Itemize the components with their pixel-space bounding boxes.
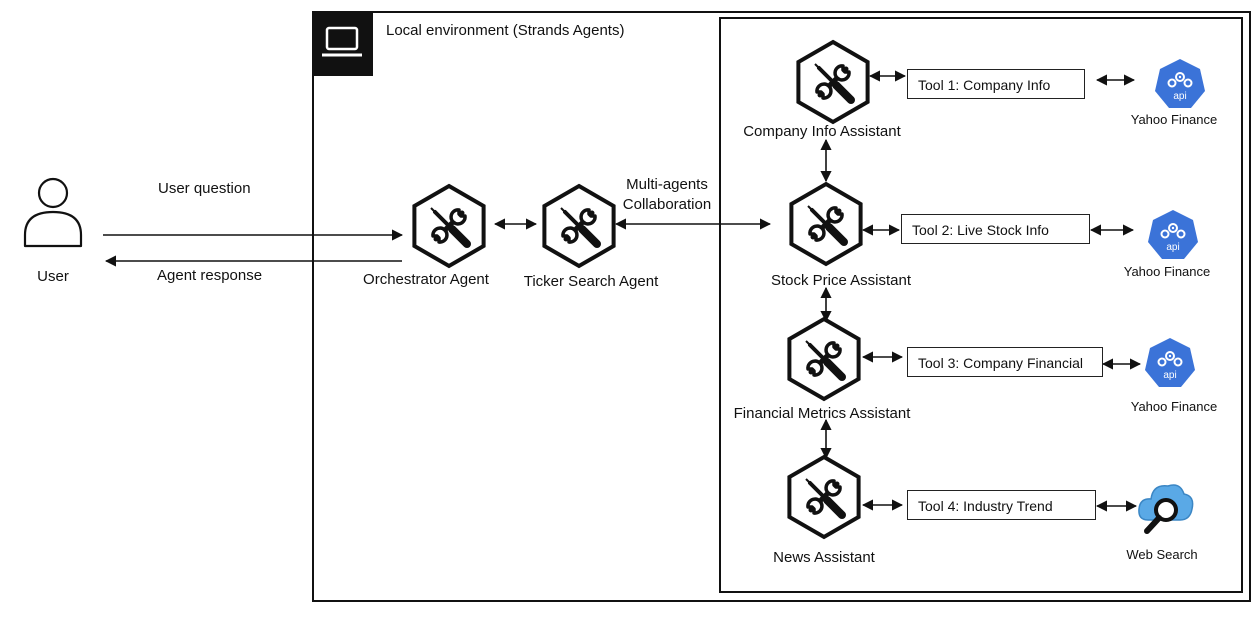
ticker-agent-icon [544, 186, 613, 266]
agent-response-label: Agent response [157, 267, 263, 284]
environment-boundary [312, 11, 1251, 602]
yahoo-finance-label-1: Yahoo Finance [1130, 112, 1218, 127]
environment-badge [313, 12, 373, 76]
tool3-box: Tool 3: Company Financial [907, 347, 1103, 377]
company-info-assistant-icon [798, 42, 867, 122]
stock-price-assistant-icon [791, 184, 860, 264]
api-icon-text: api [1163, 370, 1176, 381]
collaboration-label: Multi-agents Collaboration [622, 176, 712, 213]
news-assistant-icon [789, 457, 858, 537]
financial-metrics-assistant-label: Financial Metrics Assistant [733, 405, 911, 422]
tool1-box: Tool 1: Company Info [907, 69, 1085, 99]
yahoo-finance-label-3: Yahoo Finance [1130, 399, 1218, 414]
api-icon: api [1154, 58, 1206, 109]
news-assistant-label: News Assistant [773, 549, 875, 566]
yahoo-finance-label-2: Yahoo Finance [1123, 264, 1211, 279]
api-icon-text: api [1166, 242, 1179, 253]
assistants-group-boundary [719, 17, 1243, 593]
laptop-icon [322, 26, 362, 57]
financial-metrics-assistant-icon [789, 319, 858, 399]
user-icon [23, 177, 83, 248]
environment-title: Local environment (Strands Agents) [386, 22, 625, 39]
api-icon: api [1147, 209, 1199, 260]
tool4-box: Tool 4: Industry Trend [907, 490, 1096, 520]
company-info-assistant-label: Company Info Assistant [743, 123, 901, 140]
api-icon-text: api [1173, 91, 1186, 102]
orchestrator-agent-icon [414, 186, 483, 266]
stock-price-assistant-label: Stock Price Assistant [770, 272, 912, 289]
ticker-agent-label: Ticker Search Agent [523, 273, 659, 290]
user-label: User [37, 268, 69, 285]
api-icon: api [1144, 337, 1196, 388]
orchestrator-agent-label: Orchestrator Agent [363, 271, 489, 288]
user-question-label: User question [158, 180, 251, 197]
tool2-box: Tool 2: Live Stock Info [901, 214, 1090, 244]
web-search-label: Web Search [1126, 547, 1198, 562]
web-search-cloud-icon [1138, 484, 1194, 534]
